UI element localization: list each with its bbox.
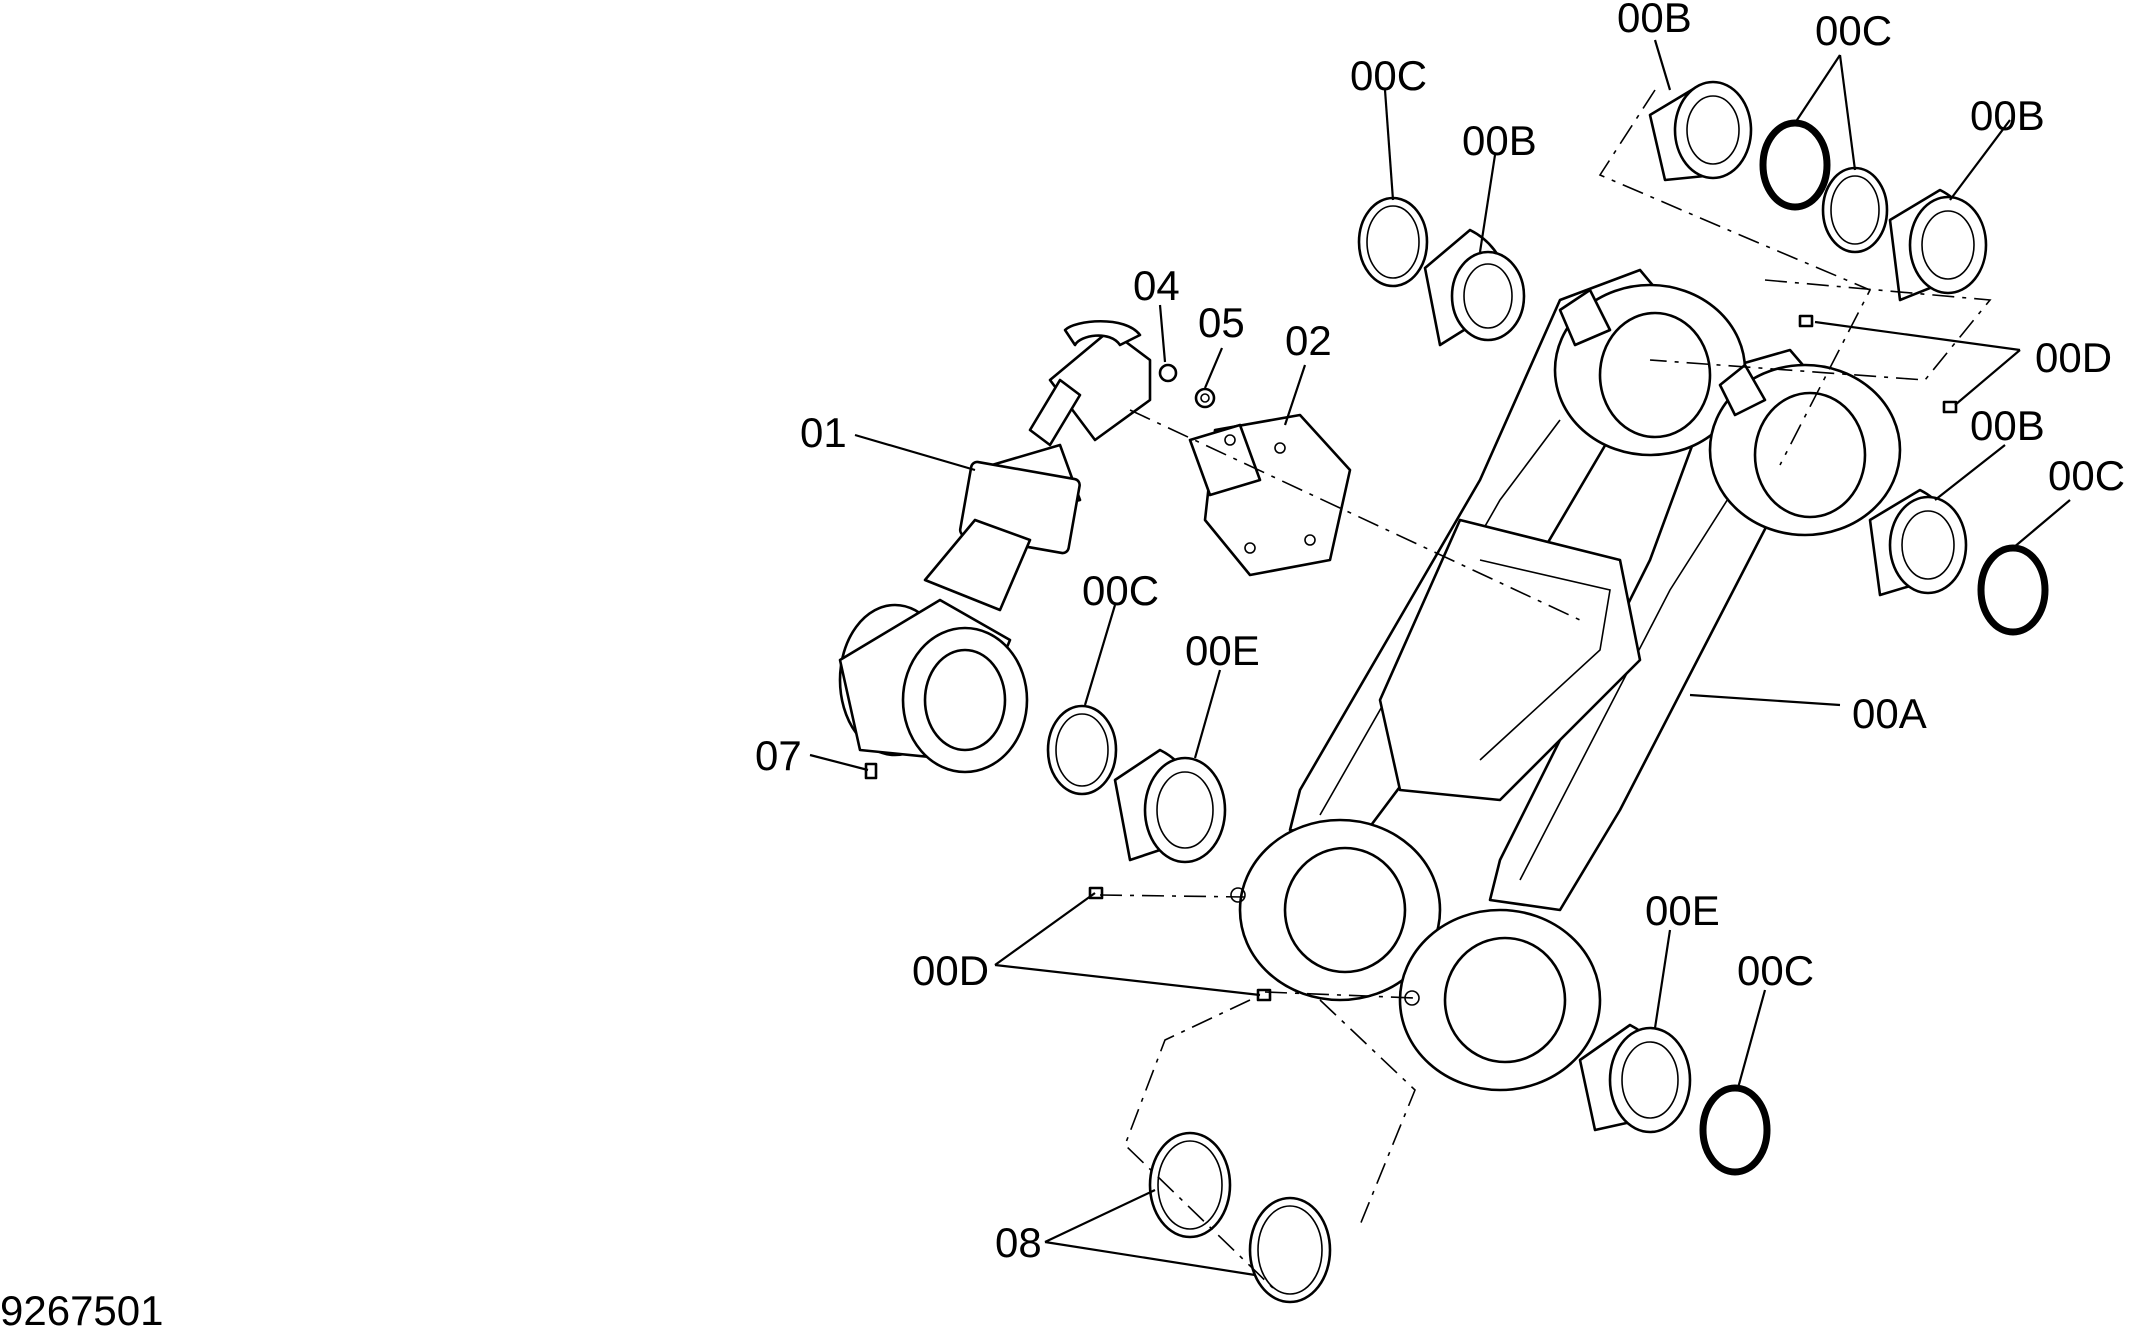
callout-00C-bottom: 00C [1737,947,1814,994]
ring-00C-top-b [1821,166,1889,254]
callout-00B-left: 00B [1462,117,1537,164]
callout-00E-upper: 00E [1185,627,1260,674]
ring-08-a [1148,1131,1232,1239]
washer-05 [1194,387,1216,409]
callout-00B-right: 00B [1970,92,2045,139]
small-hardware [864,314,1958,1002]
callout-00D-left: 00D [912,947,989,994]
ring-00C-top-a [1759,119,1831,211]
lower-bushings [1046,704,1771,1304]
bolt-04 [1158,363,1178,383]
bushing-00B-upper-left [1450,250,1526,342]
ring-08-b [1248,1196,1332,1304]
callout-00E-lower: 00E [1645,887,1720,934]
callout-00A: 00A [1852,690,1927,737]
callout-00C-left: 00C [1350,52,1427,99]
fitting-07 [864,762,878,780]
document-number: 9267501 [0,1287,164,1330]
callout-00B-mid: 00B [1970,402,2045,449]
grease-nipple-c [1088,886,1104,900]
center-lines [1099,89,1992,1291]
callout-05: 05 [1198,299,1245,346]
ring-00C-bottom [1699,1084,1771,1176]
ring-00C-lower [1046,704,1118,796]
callout-00C-top: 00C [1815,7,1892,54]
callout-04: 04 [1133,262,1180,309]
upper-bushings [1357,80,2049,636]
ring-00C-upper-left [1357,196,1429,288]
callout-07: 07 [755,732,802,779]
grease-nipple-b [1942,400,1958,414]
cylinder-assembly [838,319,1152,774]
link-arm-assembly [1230,268,1902,1092]
sensor-plate [1188,413,1352,577]
callout-00C-lower: 00C [1082,567,1159,614]
callout-00D-right: 00D [2035,334,2112,381]
callout-02: 02 [1285,317,1332,364]
callout-01: 01 [800,409,847,456]
leader-lines [809,39,2071,1277]
callout-08: 08 [995,1219,1042,1266]
callout-labels: 00B 00C 00C 00B 00B 00D 00B 00C 04 05 02… [755,0,2125,1266]
callout-00C-mid: 00C [2048,452,2125,499]
callout-00B-top: 00B [1617,0,1692,41]
ring-00C-mid [1977,544,2049,636]
grease-nipple-a [1798,314,1814,328]
